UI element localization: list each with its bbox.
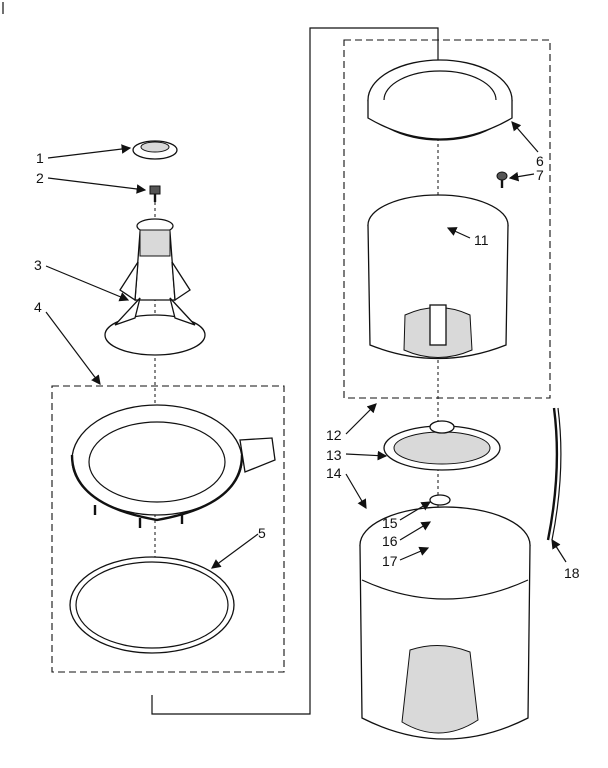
wash-basket [367,194,509,360]
part-7-screw [496,171,508,188]
part-18-hose [546,407,562,541]
part-5-seal-ring [69,556,235,654]
callout-17: 17 [382,553,398,569]
leader-7 [508,171,535,182]
callout-13: 13 [326,447,342,463]
leader-13 [345,450,388,461]
part-13-drive-plate [383,420,501,471]
leader-18 [551,538,567,563]
callout-7: 7 [536,167,544,183]
leader-5 [211,533,259,569]
callout-1: 1 [36,150,44,166]
callout-4: 4 [34,299,42,315]
part-4-tub-ring [70,404,276,528]
leader-1 [47,144,132,159]
leader-14 [345,473,367,510]
group-connector-line [151,27,439,715]
leader-4 [45,311,101,385]
part-2-bolt [149,185,161,202]
callout-18: 18 [564,565,580,581]
basket-assembly-box [343,39,551,399]
leader-15 [399,501,432,521]
leader-11 [446,227,471,239]
part-1-cap [132,140,178,160]
part-14-outer-tub [359,506,531,740]
part-6-balance-ring [367,59,513,141]
callout-5: 5 [258,525,266,541]
callout-3: 3 [34,257,42,273]
part-3-agitator [104,218,206,356]
callout-15: 15 [382,515,398,531]
leader-16 [399,521,432,541]
callout-2: 2 [36,170,44,186]
callout-12: 12 [326,427,342,443]
leader-2 [47,177,147,194]
leader-12 [345,403,377,435]
leader-3 [45,265,130,302]
part-15-clip [429,494,451,506]
callout-16: 16 [382,533,398,549]
leader-6 [511,121,539,153]
callout-11: 11 [474,232,489,248]
callout-14: 14 [326,465,342,481]
callout-6: 6 [536,153,544,169]
part-4-assembly-box [51,385,285,673]
leader-17 [399,546,430,561]
